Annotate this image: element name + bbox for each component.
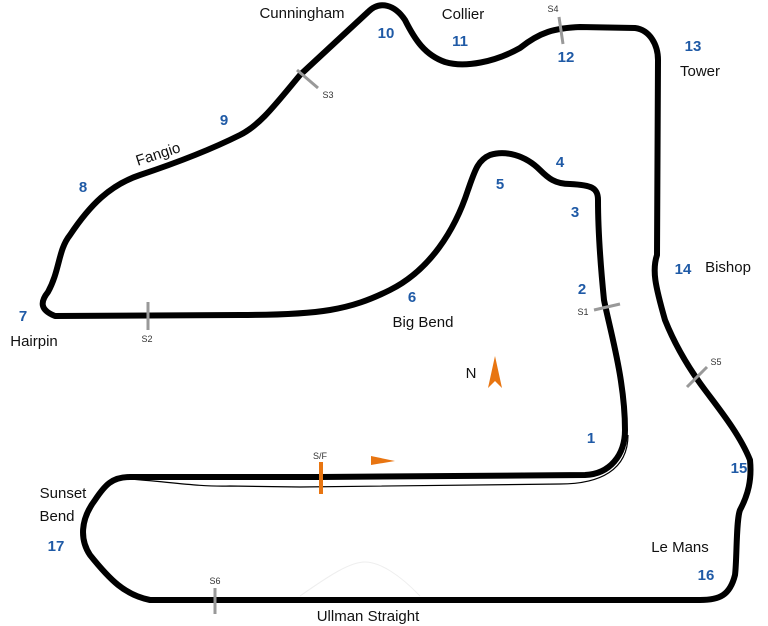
turn-number: 17 [48, 538, 65, 555]
turn-number: 14 [675, 261, 692, 278]
turn-name: Bishop [705, 259, 751, 276]
turn-number: 3 [571, 204, 579, 221]
turn-number: 9 [220, 112, 228, 129]
direction-arrow-icon [371, 456, 395, 465]
old-track-outline [299, 561, 421, 597]
turn-name: Big Bend [393, 314, 454, 331]
sector-label: S4 [547, 4, 558, 14]
sector-marker-s4 [557, 16, 565, 45]
turn-name: Le Mans [651, 539, 709, 556]
sector-label: S2 [141, 334, 152, 344]
turn-number: 11 [452, 33, 468, 50]
turn-number: 12 [558, 49, 575, 66]
turn-number: 6 [408, 289, 416, 306]
turn-name: Collier [442, 6, 485, 23]
north-label: N [466, 365, 477, 382]
ullman-straight-label: Ullman Straight [317, 608, 420, 625]
turn-name: Hairpin [10, 333, 58, 350]
sector-marker-s3 [296, 68, 319, 90]
turn-number: 10 [378, 25, 395, 42]
turn-number: 8 [79, 179, 87, 196]
track [39, 2, 754, 603]
turn-number: 4 [556, 154, 565, 171]
sector-label: S6 [209, 576, 220, 586]
bend-label: Bend [39, 508, 74, 525]
pit-lane [129, 434, 629, 488]
turn-number: 7 [19, 308, 27, 325]
sector-marker-s5 [685, 365, 709, 389]
turn-name: Tower [680, 63, 720, 80]
turn-name: Cunningham [259, 5, 344, 22]
turn-number: 13 [685, 38, 702, 55]
sunset-label: Sunset [40, 485, 88, 502]
turn-number: 1 [587, 430, 595, 447]
sector-label: S1 [577, 307, 588, 317]
turn-number: 5 [496, 176, 504, 193]
turn-number: 2 [578, 281, 586, 298]
turn-number: 16 [698, 567, 715, 584]
sector-label: S5 [710, 357, 721, 367]
sector-label: S3 [322, 90, 333, 100]
sector-marker-s1 [593, 302, 621, 312]
start-finish-label: S/F [313, 451, 328, 461]
north-arrow-icon [488, 356, 502, 388]
turn-number: 15 [731, 460, 748, 477]
